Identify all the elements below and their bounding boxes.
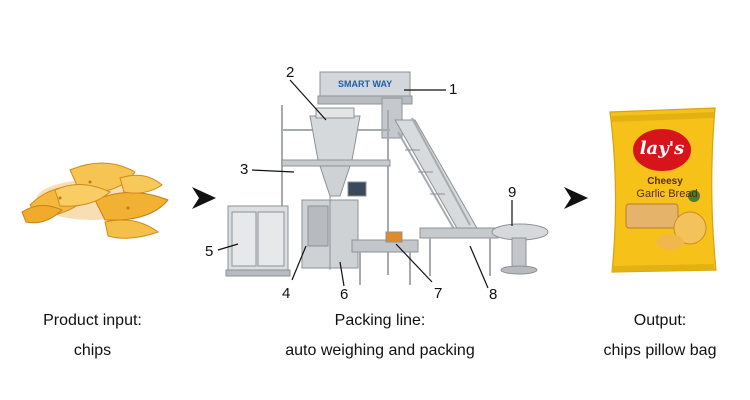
bag-flavor-line2: Garlic Bread bbox=[636, 188, 698, 200]
chips-image bbox=[21, 162, 169, 239]
output-caption-title: Output: bbox=[633, 312, 687, 329]
machine-brand-label: SMART WAY bbox=[338, 79, 393, 89]
callout-4: 4 bbox=[282, 285, 291, 302]
line-caption-value: auto weighing and packing bbox=[285, 342, 475, 359]
callout-8: 8 bbox=[489, 286, 498, 303]
callout-lines bbox=[217, 79, 513, 289]
callout-5: 5 bbox=[205, 243, 214, 260]
callout-1: 1 bbox=[449, 81, 458, 98]
output-caption-value: chips pillow bag bbox=[603, 342, 717, 359]
line-caption-title: Packing line: bbox=[334, 312, 426, 329]
callout-3: 3 bbox=[240, 161, 249, 178]
callout-7: 7 bbox=[434, 285, 443, 302]
chips-bag-image bbox=[609, 107, 717, 273]
flow-arrow-icon bbox=[564, 187, 588, 209]
packing-machine bbox=[225, 71, 549, 285]
bag-flavor-line1: Cheesy bbox=[647, 176, 683, 187]
callout-9: 9 bbox=[508, 184, 517, 201]
callout-6: 6 bbox=[340, 286, 349, 303]
input-caption-value: chips bbox=[73, 342, 112, 359]
flow-arrow-icon bbox=[192, 187, 216, 209]
bag-brand-label: lay's bbox=[639, 138, 685, 159]
input-caption-title: Product input: bbox=[43, 312, 142, 329]
callout-2: 2 bbox=[286, 64, 295, 81]
